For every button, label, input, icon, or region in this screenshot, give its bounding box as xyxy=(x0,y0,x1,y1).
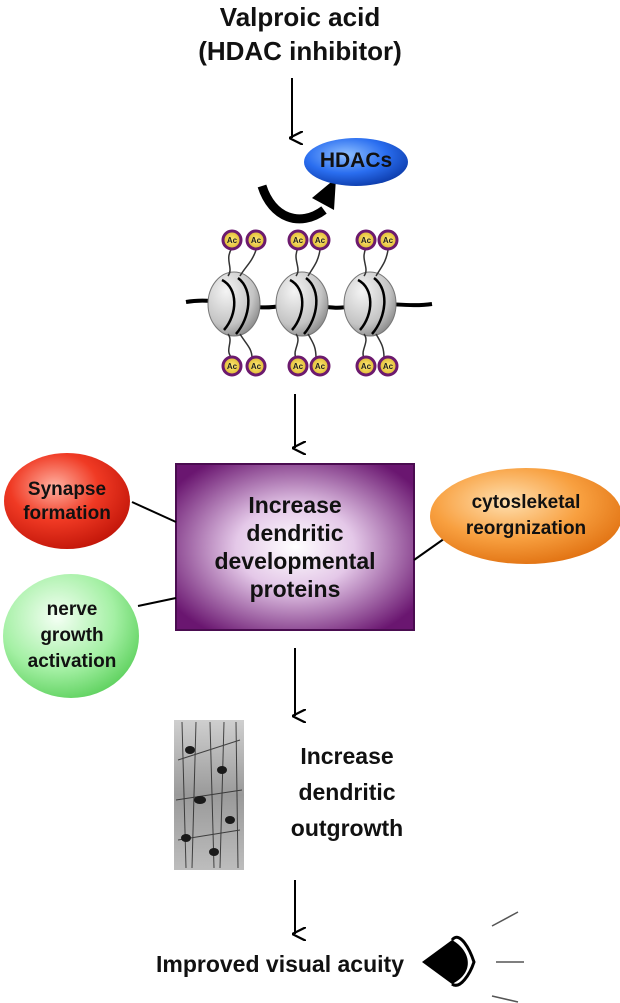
acetyl-label: Ac xyxy=(315,362,326,371)
acetyl-label: Ac xyxy=(227,236,238,245)
acetyl-group: Ac xyxy=(355,355,377,377)
nerve-label: nerve growth activation xyxy=(27,599,117,672)
acetyl-label: Ac xyxy=(361,236,372,245)
connector-nerve xyxy=(137,597,177,607)
connector-cyto xyxy=(413,535,449,561)
acetyl-label: Ac xyxy=(315,236,326,245)
hdac-ellipse xyxy=(304,138,408,186)
acetyl-label: Ac xyxy=(383,362,394,371)
acetyl-group: Ac xyxy=(377,355,399,377)
synapse-label: Synapse formation xyxy=(23,479,111,524)
acetyl-label: Ac xyxy=(293,362,304,371)
acetyl-group: Ac xyxy=(245,229,267,251)
neuron-micrograph xyxy=(174,720,244,870)
drug-label: Valproic acid (HDAC inhibitor) xyxy=(198,2,402,66)
acetyl-group: Ac xyxy=(355,229,377,251)
outcome-label: Improved visual acuity xyxy=(156,951,404,977)
acetyl-label: Ac xyxy=(293,236,304,245)
acetyl-group: Ac xyxy=(221,355,243,377)
acetyl-group: Ac xyxy=(377,229,399,251)
histone-tails-top xyxy=(227,247,389,277)
hdac-arrow-head xyxy=(312,178,336,210)
cyto-ellipse xyxy=(430,468,620,564)
acetyl-group: Ac xyxy=(309,355,331,377)
nucleosome xyxy=(343,271,397,337)
histone-tails-bottom xyxy=(227,333,385,359)
acetyl-group: Ac xyxy=(287,355,309,377)
eye-icon xyxy=(422,911,524,1003)
acetyl-label: Ac xyxy=(251,236,262,245)
cytoskeletal-label: cytosleketal reorgnization xyxy=(465,492,587,539)
acetyl-group: Ac xyxy=(245,355,267,377)
hdac-label: HDACs xyxy=(319,149,393,172)
acetyl-group: Ac xyxy=(309,229,331,251)
hdac-removal-arrow xyxy=(257,184,327,224)
outgrowth-label: Increase dendritic outgrowth xyxy=(290,743,404,841)
connector-synapse xyxy=(131,501,177,523)
nerve-ellipse xyxy=(3,574,139,698)
acetyl-group: Ac xyxy=(287,229,309,251)
synapse-ellipse xyxy=(4,453,130,549)
acetyl-label: Ac xyxy=(361,362,372,371)
acetyl-label: Ac xyxy=(227,362,238,371)
center-box-label: Increase dendritic developmental protein… xyxy=(214,492,376,602)
nucleosome xyxy=(275,271,329,337)
center-box-shape xyxy=(175,463,415,631)
acetyl-label: Ac xyxy=(251,362,262,371)
acetyl-group: Ac xyxy=(221,229,243,251)
nucleosome xyxy=(207,271,261,337)
acetyl-label: Ac xyxy=(383,236,394,245)
